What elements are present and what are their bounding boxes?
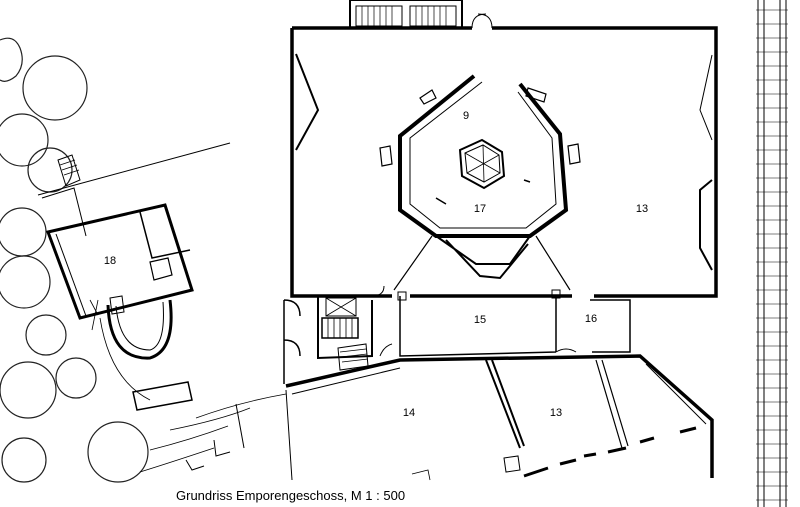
plan-caption: Grundriss Emporengeschoss, M 1 : 500 — [176, 488, 406, 503]
room-label-18: 18 — [104, 255, 116, 267]
main-hall — [290, 0, 718, 298]
room-label-16: 16 — [585, 313, 597, 325]
building-18 — [37, 142, 231, 401]
room-label-9: 9 — [463, 110, 469, 122]
railway — [756, 0, 788, 507]
room-label-15: 15 — [474, 314, 486, 326]
room-label-14: 14 — [403, 407, 415, 419]
trees — [0, 37, 149, 483]
bench — [132, 381, 193, 411]
room-label-17: 17 — [474, 203, 486, 215]
room-label-13-upper: 13 — [636, 203, 648, 215]
middle-section — [283, 285, 631, 384]
room-label-13-lower: 13 — [550, 407, 562, 419]
lower-building — [139, 354, 714, 481]
central-space — [379, 74, 581, 291]
